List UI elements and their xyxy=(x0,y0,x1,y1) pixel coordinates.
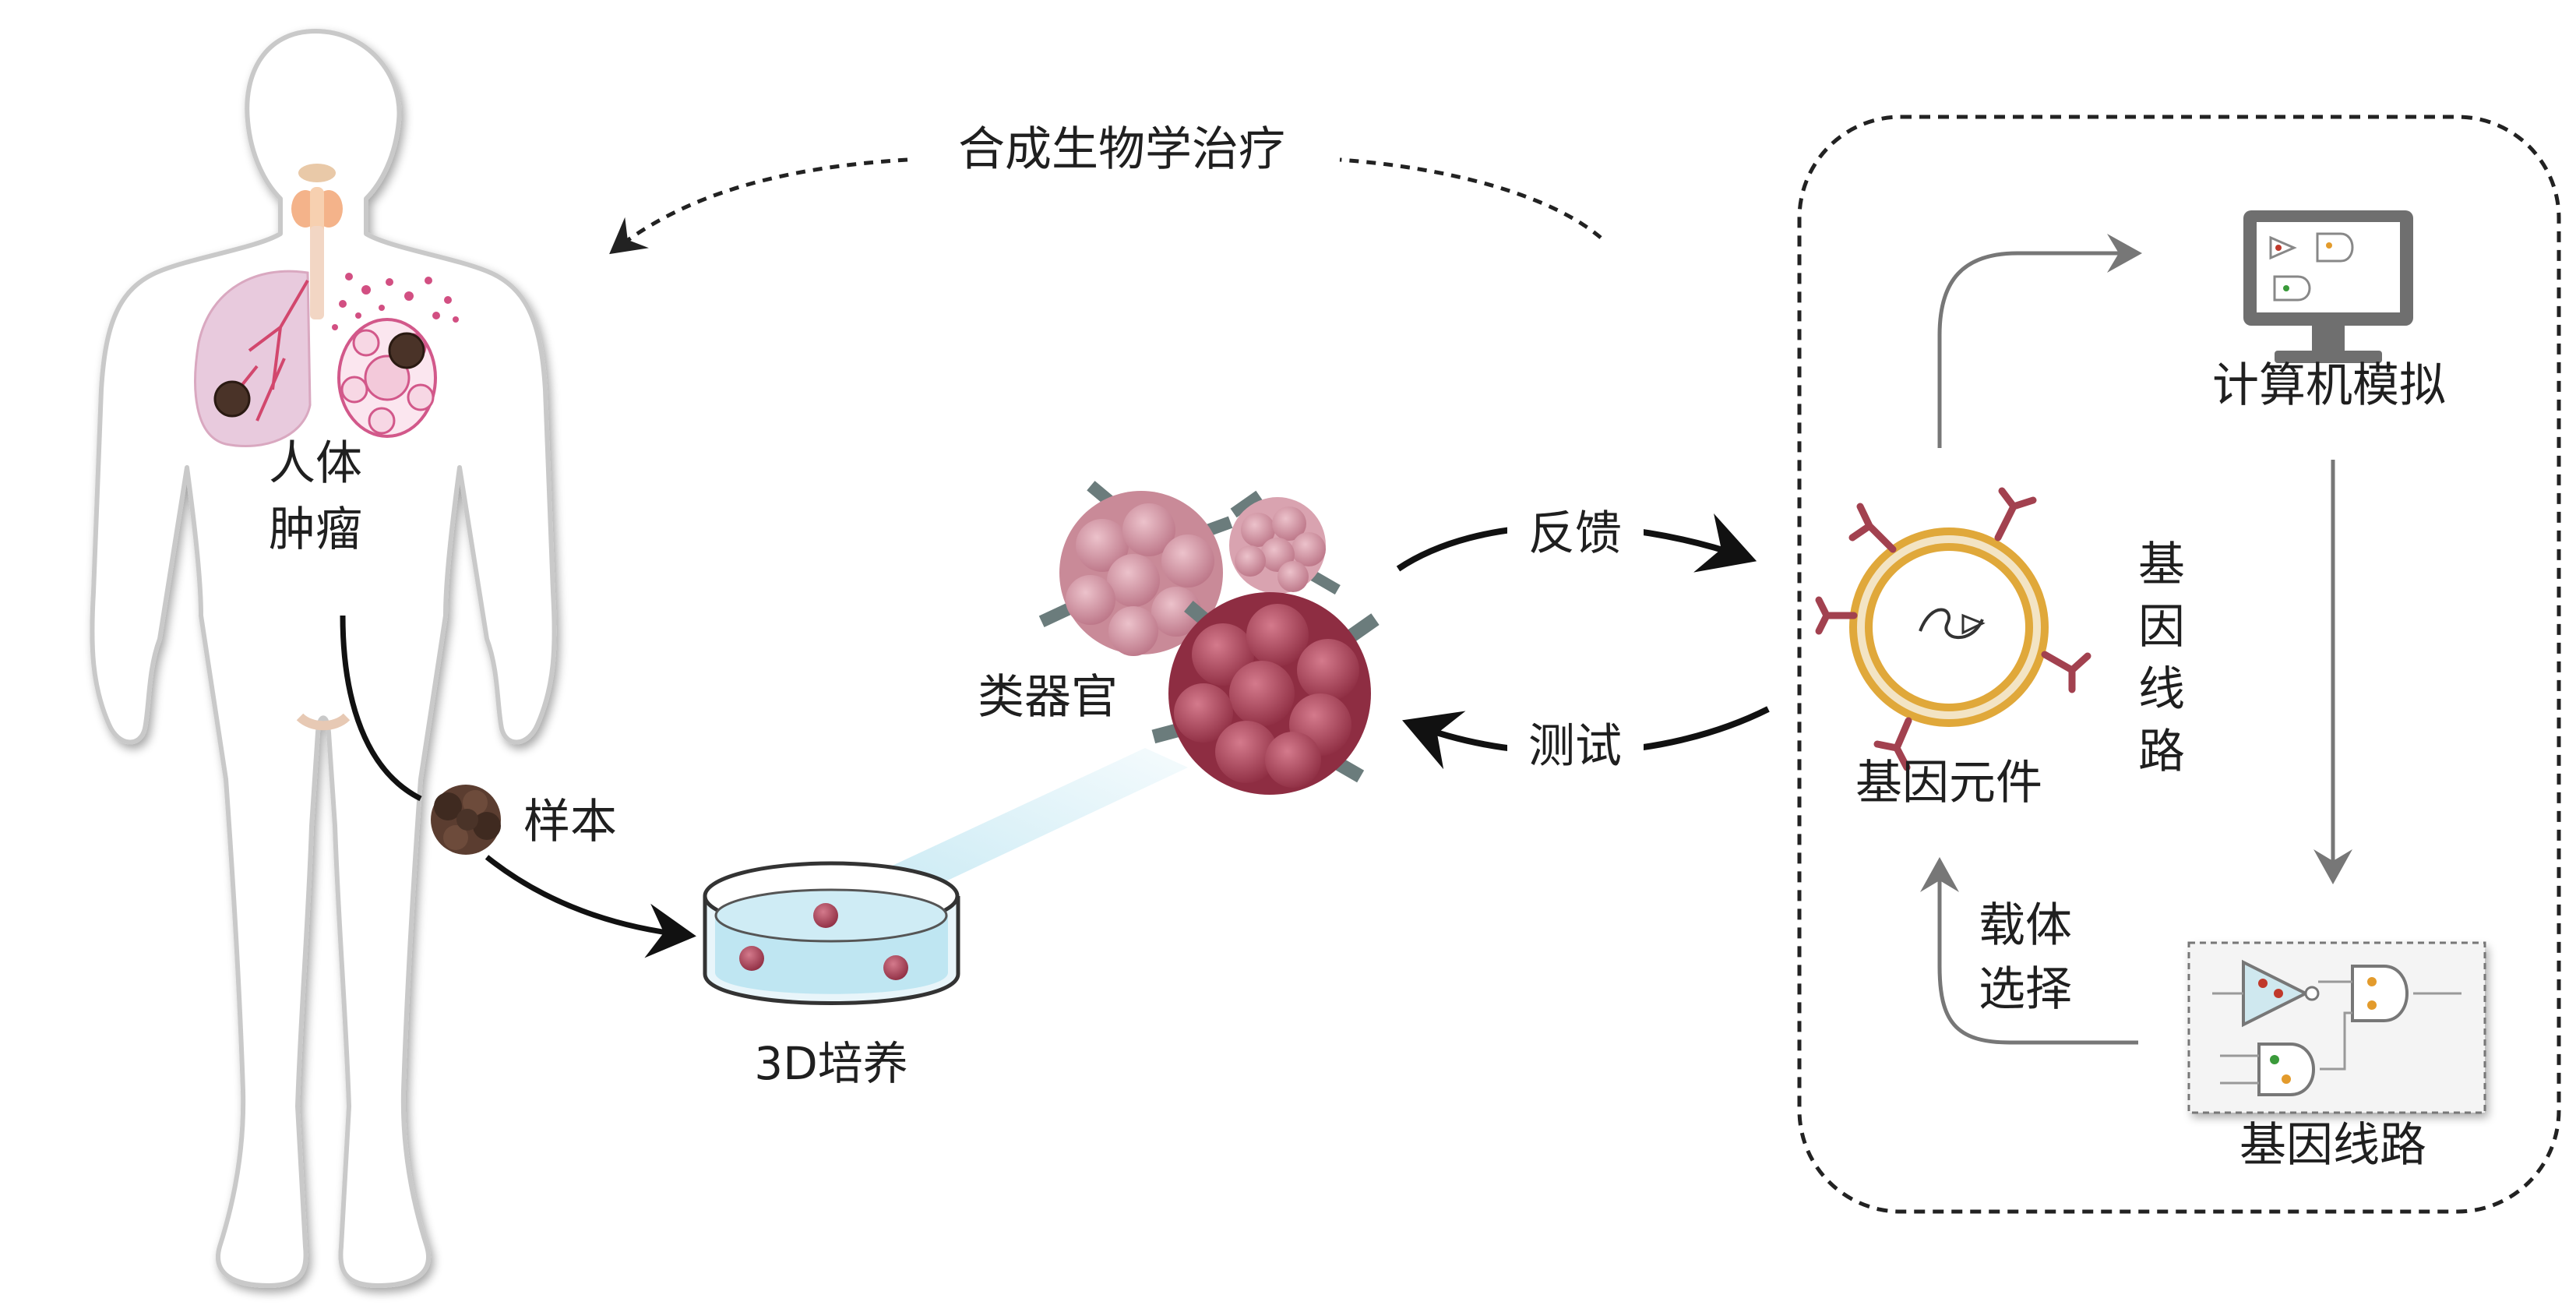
culture-dish-icon xyxy=(703,861,960,1005)
organoid-medium-icon xyxy=(1038,481,1233,656)
synbio-therapy-arrow-left xyxy=(609,157,908,255)
human-body-figure: 人体 肿瘤 xyxy=(90,29,557,1288)
organoid-small-icon xyxy=(1229,490,1341,595)
and-gate-icon xyxy=(2220,1011,2352,1096)
circuit-to-element-arrow xyxy=(1920,857,2138,1045)
design-cycle-panel xyxy=(1797,115,2561,1214)
human-tumor-label-line1: 人体 xyxy=(269,436,362,491)
gene-circuit-label: 基因线路 xyxy=(2239,1118,2426,1173)
synbio-therapy-arrow-right xyxy=(1339,157,1602,239)
pink-dots-decoration xyxy=(332,273,459,330)
liposome-vector-icon xyxy=(1815,487,2091,771)
body-to-sample-arrow xyxy=(340,615,422,802)
synbio-therapy-label: 合成生物学治疗 xyxy=(958,122,1285,177)
dish-organoid-icon xyxy=(813,903,838,928)
gene-circuit-card xyxy=(2187,941,2486,1114)
dish-organoid-icon xyxy=(739,946,764,971)
vertical-char: 基 xyxy=(2138,538,2185,592)
vector-selection-label-line2: 选择 xyxy=(1979,962,2072,1017)
pelvis-icon xyxy=(296,713,351,731)
antibody-icon xyxy=(1815,487,2091,771)
culture-3d-label: 3D培养 xyxy=(754,1037,908,1090)
test-label-bg xyxy=(1507,709,1644,771)
computer-simulation-label: 计算机模拟 xyxy=(2212,358,2446,413)
and-gate-icon xyxy=(2318,965,2461,1022)
computer-monitor-icon xyxy=(2243,210,2413,363)
dish-organoid-icon xyxy=(883,955,908,980)
organoid-label: 类器官 xyxy=(978,670,1118,725)
feedback-label: 反馈 xyxy=(1528,506,1622,561)
tumor-sample-icon xyxy=(431,785,501,855)
lung-tumor-icon xyxy=(388,332,425,369)
feedback-label-bg xyxy=(1507,499,1644,561)
gene-circuit-vertical-label: 基 因 线 路 xyxy=(2138,538,2185,779)
sample-label: 样本 xyxy=(523,795,617,849)
not-gate-icon xyxy=(2212,959,2320,1028)
gene-element-label: 基因元件 xyxy=(1855,756,2042,810)
vertical-char: 线 xyxy=(2138,662,2185,717)
human-tumor-label-line2: 肿瘤 xyxy=(269,503,362,557)
test-label: 测试 xyxy=(1528,719,1622,774)
alveoli-icon xyxy=(337,318,437,438)
vector-selection-label-line1: 载体 xyxy=(1979,898,2072,953)
organoid-large-icon xyxy=(1151,592,1380,795)
lung-tumor-icon xyxy=(213,380,251,418)
sample-to-dish-arrow xyxy=(485,855,696,958)
vertical-char: 因 xyxy=(2138,600,2185,654)
trachea-icon xyxy=(310,226,324,319)
thyroid-icon xyxy=(291,164,343,242)
element-to-computer-arrow xyxy=(1937,234,2142,448)
vertical-char: 路 xyxy=(2138,725,2185,779)
organoid-cluster-icon xyxy=(1038,481,1380,795)
